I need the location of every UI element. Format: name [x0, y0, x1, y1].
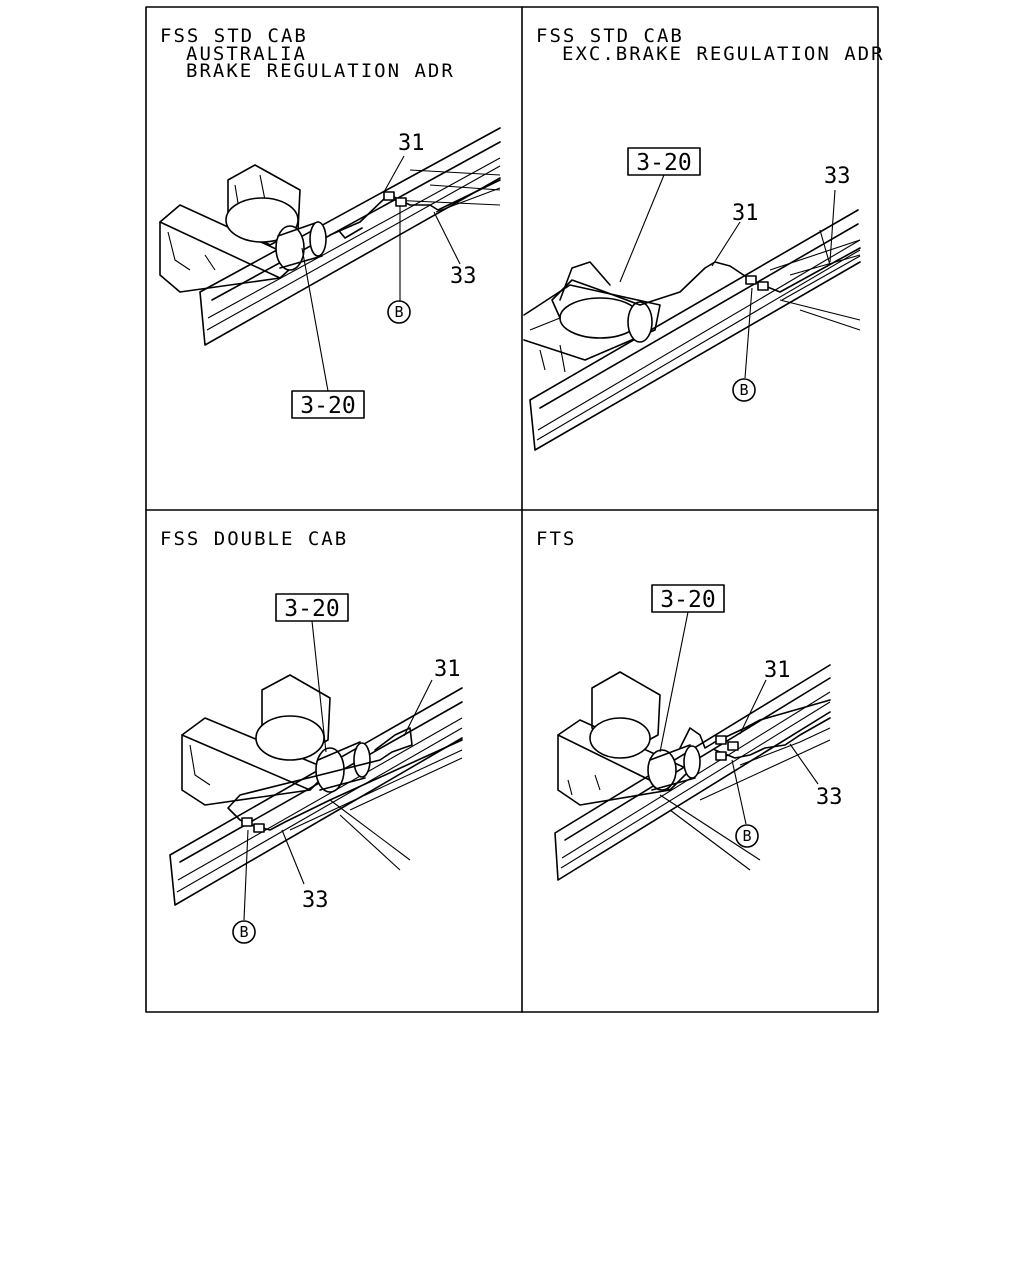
panel-3-chassis-drawing: [169, 674, 463, 906]
panel-4-callout-31: 31: [739, 658, 791, 735]
panel-2-heading-line-1: FSS STD CAB: [536, 25, 684, 47]
panel-3-ref-box: 3-20: [284, 596, 339, 622]
panel-2-circle-b: B: [739, 381, 748, 399]
panel-4-callout-box: 3-20: [651, 584, 725, 753]
panel-3-label-31: 31: [434, 657, 461, 682]
panel-3-circle-b: B: [239, 923, 248, 941]
panel-1-label-31: 31: [398, 131, 425, 156]
panel-4-label-33: 33: [816, 785, 843, 810]
panel-1-label-33: 33: [450, 264, 477, 289]
panel-2-callout-box: 3-20: [619, 147, 701, 283]
panel-2-ref-box: 3-20: [636, 150, 691, 176]
panel-4-heading-line-1: FTS: [536, 528, 576, 550]
panel-1-callout-box: 3-20: [291, 247, 365, 419]
panel-3-callout-b: B: [232, 829, 256, 944]
panel-2-callout-b: B: [732, 287, 756, 402]
panel-1-ref-box: 3-20: [300, 393, 355, 419]
diagram-frame: [145, 6, 879, 1013]
panel-3-callout-33: 33: [281, 829, 329, 913]
panel-1-heading-line-2: AUSTRALIA: [186, 43, 307, 65]
panel-1-callout-33: 33: [433, 211, 477, 289]
panel-2-chassis-drawing: [523, 209, 861, 451]
panel-3-label-33: 33: [302, 888, 329, 913]
panel-2-label-33: 33: [824, 164, 851, 189]
panel-4-callout-b: B: [731, 759, 759, 848]
panel-4-ref-box: 3-20: [660, 587, 715, 613]
panel-2-heading-line-2: EXC.BRAKE REGULATION ADR: [562, 43, 885, 65]
panel-1-callout-31: 31: [383, 131, 425, 193]
panel-4-label-31: 31: [764, 658, 791, 683]
panel-fss-std-cab-australia: FSS STD CAB AUSTRALIA BRAKE REGULATION A…: [159, 25, 501, 419]
panel-1-chassis-drawing: [159, 127, 501, 346]
panel-fts: FTS 31 33: [536, 528, 843, 881]
panel-4-circle-b: B: [742, 827, 751, 845]
panel-3-callout-31: 31: [403, 657, 461, 737]
panel-fss-double-cab: FSS DOUBLE CAB 31 33: [160, 528, 463, 944]
panel-4-chassis-drawing: [554, 664, 831, 881]
panel-2-callout-33: 33: [824, 164, 851, 263]
panel-1-callout-b: B: [387, 206, 411, 324]
panel-3-callout-box: 3-20: [275, 593, 349, 753]
panel-1-circle-b: B: [394, 303, 403, 321]
panel-fss-std-cab-exc: FSS STD CAB EXC.BRAKE REGULATION ADR 31: [523, 25, 885, 451]
panel-1-heading-line-3: BRAKE REGULATION ADR: [186, 60, 455, 82]
panel-1-heading-line-1: FSS STD CAB: [160, 25, 308, 47]
panel-2-callout-31: 31: [711, 201, 759, 267]
panel-3-heading-line-1: FSS DOUBLE CAB: [160, 528, 348, 550]
panel-2-label-31: 31: [732, 201, 759, 226]
panel-4-callout-33: 33: [789, 743, 843, 810]
